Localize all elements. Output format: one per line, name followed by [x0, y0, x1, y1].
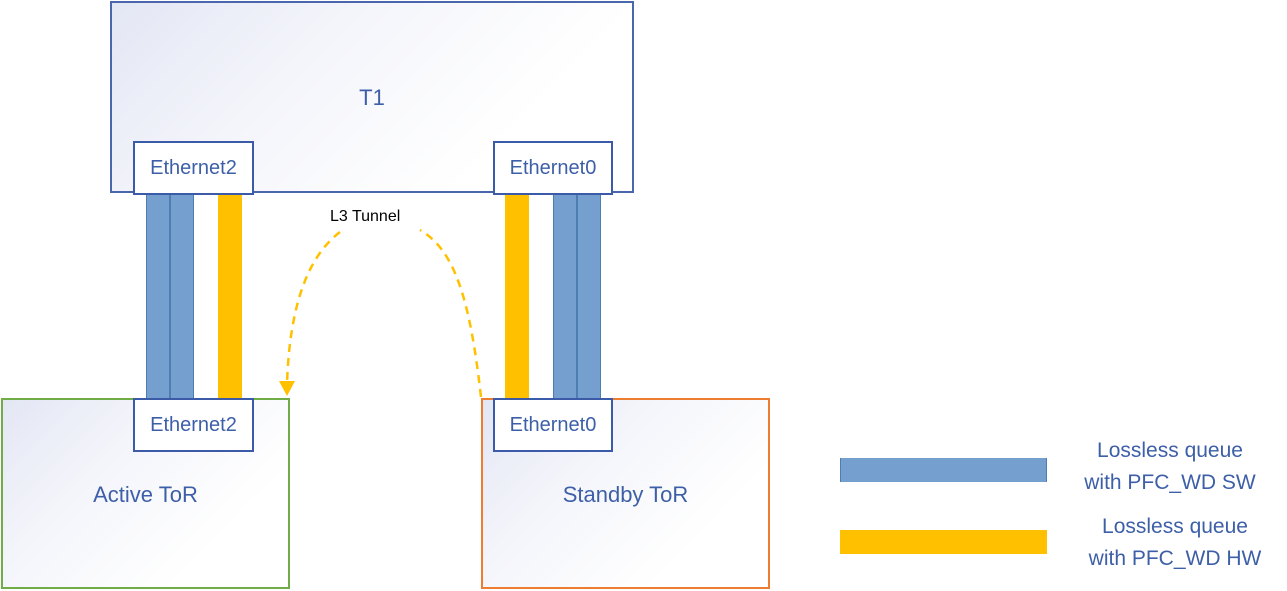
t1-title: T1	[359, 85, 385, 110]
legend-hw-swatch	[840, 530, 1047, 554]
standby-tor-title: Standby ToR	[562, 482, 689, 507]
sw-queue-right-2	[577, 194, 601, 399]
t1-port-ethernet0: Ethernet0	[493, 141, 613, 195]
legend-sw-line2: with PFC_WD SW	[1084, 471, 1256, 494]
legend-sw-text: Lossless queue with PFC_WD SW	[1050, 435, 1287, 499]
t1-port-ethernet2: Ethernet2	[133, 141, 254, 195]
sw-queue-left-2	[170, 194, 194, 399]
active-tor-title: Active ToR	[93, 482, 198, 507]
tunnel-label: L3 Tunnel	[330, 208, 401, 225]
legend-hw-line1: Lossless queue	[1102, 515, 1248, 538]
hw-queue-left	[218, 194, 242, 399]
legend-sw-swatch	[840, 458, 1047, 482]
standby-tor-port-ethernet0: Ethernet0	[493, 398, 613, 452]
sw-queue-right-1	[553, 194, 577, 399]
hw-queue-right	[505, 194, 529, 399]
legend-hw-text: Lossless queue with PFC_WD HW	[1055, 511, 1287, 575]
legend-hw-line2: with PFC_WD HW	[1088, 547, 1262, 570]
active-tor-port-ethernet2: Ethernet2	[133, 398, 254, 452]
sw-queue-left-1	[146, 194, 170, 399]
legend-sw-line1: Lossless queue	[1097, 439, 1243, 462]
